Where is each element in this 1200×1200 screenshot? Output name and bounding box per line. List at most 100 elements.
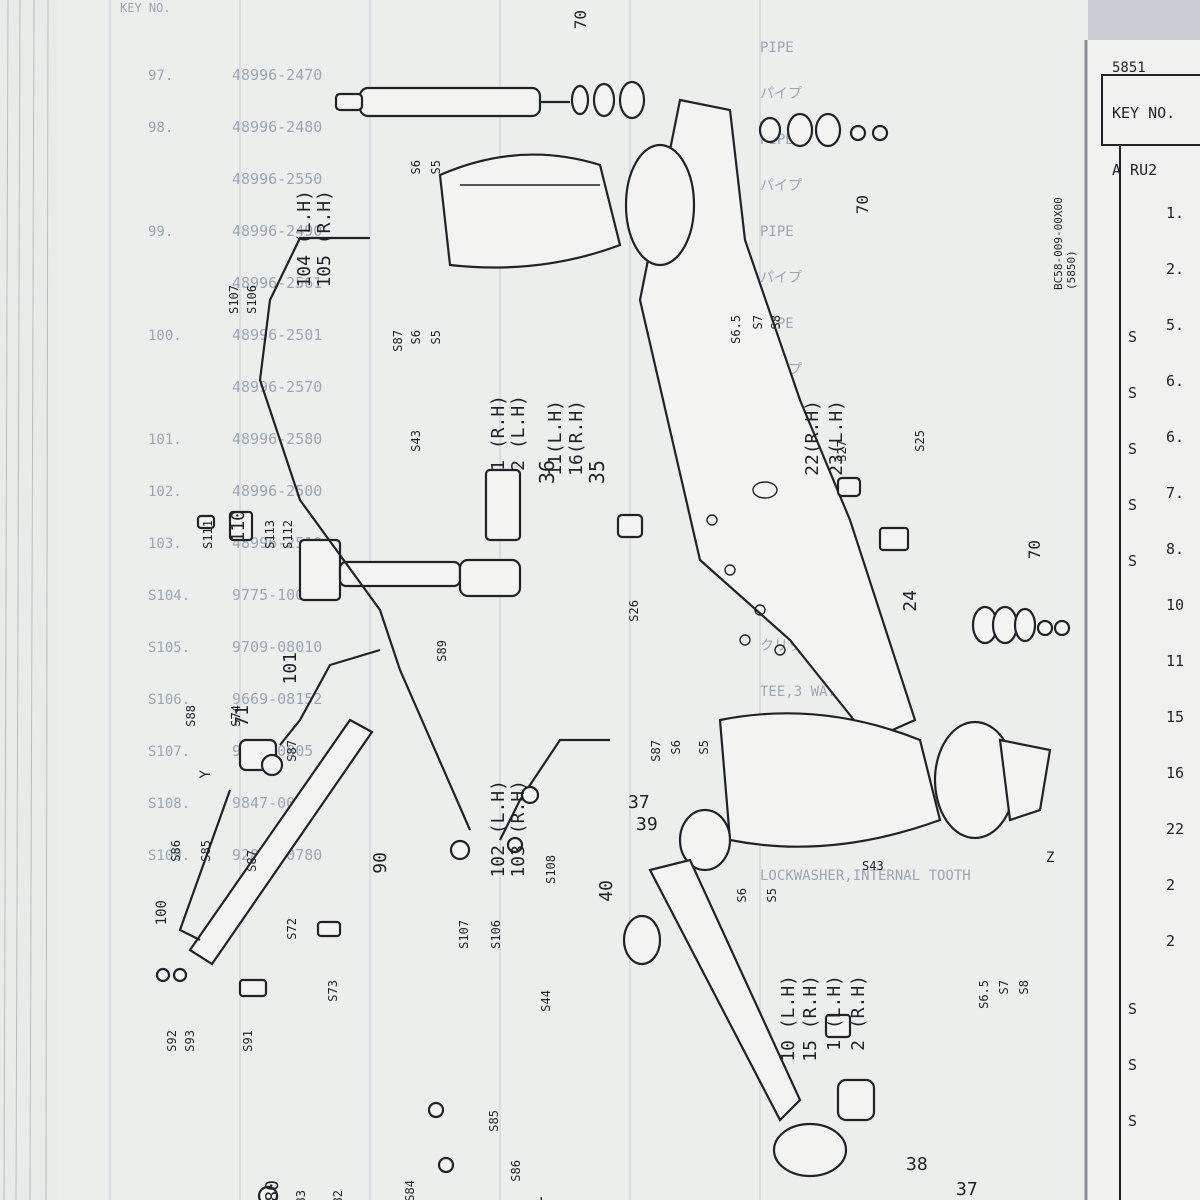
ghost-key: 97. [148, 68, 173, 84]
leveling-rod-part [298, 468, 522, 602]
ghost-part-no: 48996-2550 [232, 170, 322, 188]
right-page [1086, 40, 1200, 1200]
callout-label: 1 (L.H) [824, 975, 845, 1051]
right-row-prefix: S [1128, 1056, 1137, 1074]
callout-label: S107 [457, 920, 471, 949]
ghost-part-no: 48996-2570 [232, 378, 322, 396]
group-row: A RU2 [1112, 161, 1157, 179]
right-row-key: 6. [1166, 428, 1184, 446]
callout-label: S5 [429, 160, 443, 174]
callout-label: S43 [862, 859, 884, 873]
callout-label: S107 [227, 285, 241, 314]
ghost-description: PIPE [760, 224, 794, 240]
ghost-key: S109. [148, 848, 190, 864]
right-row-prefix: S [1128, 1000, 1137, 1018]
callout-label: S73 [326, 980, 340, 1002]
callout-label: 104 (L.H) [294, 190, 315, 288]
assembly-diagram [155, 80, 1071, 1200]
callout-label: 37 [956, 1179, 978, 1200]
callout-label: 22(R.H) [802, 400, 823, 476]
ghost-key: 102. [148, 484, 182, 500]
callout-label: S89 [435, 640, 449, 662]
callout-label: 40 [596, 880, 617, 902]
air-spring-lower-part [718, 712, 1052, 848]
callout-label: 70 [853, 195, 872, 214]
callout-label: S27 [835, 440, 849, 462]
callout-label: 90 [370, 852, 391, 874]
callout-label: 10 (L.H) [778, 975, 799, 1062]
callout-label: S87 [649, 740, 663, 762]
callout-label: S6.5 [729, 315, 743, 344]
right-row-prefix: S [1128, 552, 1137, 570]
page-stack-edge [0, 0, 60, 1200]
bushing-stack-part [758, 112, 889, 148]
right-row-prefix: S [1128, 328, 1137, 346]
ghost-header: KEY NO. [120, 1, 171, 15]
callout-label: S7 [751, 315, 765, 329]
ghost-part-no: 48996-2490 [232, 222, 322, 240]
callout-label: 23(L.H) [826, 400, 847, 476]
callout-label: S92 [165, 1030, 179, 1052]
callout-label: S26 [627, 600, 641, 622]
ghost-part-no: 9669-08152 [232, 690, 322, 708]
callout-label: 2 (L.H) [508, 395, 529, 471]
callout-label: 16(R.H) [566, 400, 587, 476]
right-row-prefix: S [1128, 384, 1137, 402]
callout-label: S6 [735, 888, 749, 902]
right-row-key: 5. [1166, 316, 1184, 334]
ghost-key: 101. [148, 432, 182, 448]
callout-label: S83 [294, 1190, 308, 1200]
callout-label: 103 (R.H) [508, 780, 529, 878]
right-row-key: 10 [1166, 596, 1184, 614]
ghost-key: S104. [148, 588, 190, 604]
ghost-key: S108. [148, 796, 190, 812]
page-number: 5851 [1112, 60, 1146, 76]
callout-label: S8 [769, 315, 783, 329]
ghost-description: パイプ [760, 270, 802, 286]
callout-label: S87 [285, 740, 299, 762]
callout-label: 1 (R.H) [488, 395, 509, 471]
callout-label: S87 [391, 330, 405, 352]
right-row-key: 8. [1166, 540, 1184, 558]
callout-label: S85 [487, 1110, 501, 1132]
callout-label: 2 (R.H) [848, 975, 869, 1051]
right-row-key: 11 [1166, 652, 1184, 670]
callout-label: S8 [1017, 980, 1031, 994]
callout-label: 36 [535, 460, 559, 484]
catalog-code-group: BC58-009-00X00 (5850) [1052, 197, 1078, 290]
callout-label: Y [198, 769, 214, 778]
callout-label: 110 [228, 510, 249, 543]
callout-label: 101 [280, 652, 301, 685]
callout-label: 71 [232, 705, 253, 727]
ghost-key: 103. [148, 536, 182, 552]
catalog-code-sub: (5850) [1065, 250, 1078, 290]
callout-label: S44 [539, 990, 553, 1012]
callout-label: S6 [669, 740, 683, 754]
ghost-key: S105. [148, 640, 190, 656]
callout-label: S74 [229, 705, 243, 727]
ghost-part-no: 48996-2500 [232, 482, 322, 500]
callout-label: S6 [409, 160, 423, 174]
callout-label: S106 [489, 920, 503, 949]
callout-label: 100 [154, 900, 170, 925]
callout-label: 39 [636, 814, 658, 835]
callout-label: S112 [281, 520, 295, 549]
right-row-key: 6. [1166, 372, 1184, 390]
shock-absorber-part [334, 80, 646, 120]
air-spring-upper-part [438, 143, 696, 269]
right-page-content: 5851 KEY NO. A RU2 1.2.S5.S6.S6.S7.S8.10… [1101, 60, 1200, 1200]
right-column-header: KEY NO. [1112, 104, 1175, 122]
ghost-description: TEE,3 WAY [760, 684, 836, 700]
callout-label: S25 [913, 430, 927, 452]
right-row-key: 2 [1166, 932, 1175, 950]
callout-label: S91 [241, 1030, 255, 1052]
callout-label: S84 [403, 1180, 417, 1200]
catalog-code: BC58-009-00X00 [1052, 197, 1065, 290]
ghost-key: S107. [148, 744, 190, 760]
callout-label: S87 [245, 850, 259, 872]
callout-label: 24 [900, 590, 921, 612]
hardware-parts [155, 476, 1071, 1200]
callout-label: 81 [526, 1196, 547, 1200]
